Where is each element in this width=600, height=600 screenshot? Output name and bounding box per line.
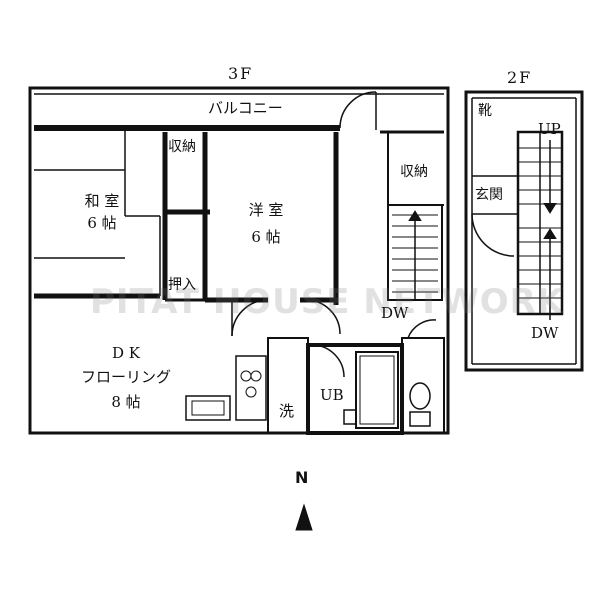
entrance-label: 玄関 xyxy=(475,187,503,203)
washitsu-name: 和 室 xyxy=(84,192,120,210)
dk-floor: フローリング xyxy=(80,368,171,386)
down-label-2f: DW xyxy=(531,324,559,342)
oshiire-label: 押入 xyxy=(168,277,196,293)
dk-name: D K xyxy=(111,344,140,362)
shoes-label: 靴 xyxy=(478,103,492,119)
second-floor-label: 2F xyxy=(507,68,533,87)
wash-label: 洗 xyxy=(279,402,295,420)
bath-label: UB xyxy=(320,386,344,404)
washitsu-size: 6 帖 xyxy=(87,214,117,232)
dk-size: 8 帖 xyxy=(111,393,141,411)
down-label-3f: DW xyxy=(381,304,409,322)
third-floor-label: 3F xyxy=(228,64,254,83)
plan-lines xyxy=(28,86,584,531)
third-floor-outline xyxy=(28,86,450,435)
storage-label-2: 収納 xyxy=(400,164,428,180)
up-label-2f: UP xyxy=(538,120,561,138)
youshitsu-name: 洋 室 xyxy=(248,201,284,219)
storage-label-1: 収納 xyxy=(168,139,196,155)
north-label: N xyxy=(295,468,309,487)
second-floor-outline xyxy=(464,90,584,372)
watermark: PITAT HOUSE NETWORK xyxy=(90,282,565,322)
youshitsu-size: 6 帖 xyxy=(251,228,281,246)
north-arrow-icon xyxy=(295,503,313,531)
balcony-label: バルコニー xyxy=(208,99,283,117)
